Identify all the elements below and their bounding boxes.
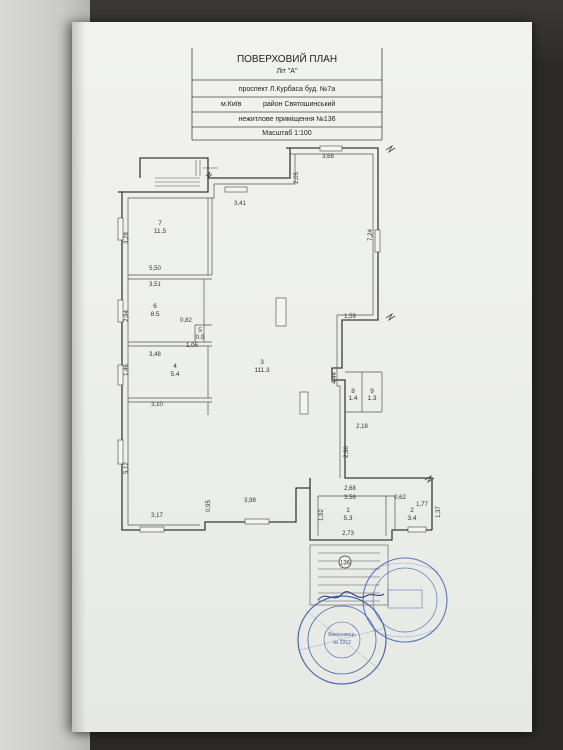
room-9-area: 1.3 bbox=[367, 395, 376, 402]
dim-room7-width: 5,50 bbox=[149, 266, 161, 272]
plan-subtitle: Літ "А" bbox=[277, 67, 298, 75]
dim-room2-height: 1,37 bbox=[436, 506, 442, 518]
room-1-area: 5.3 bbox=[343, 515, 352, 522]
dim-stair-height: 2,05 bbox=[294, 172, 300, 184]
dimension-labels: 3,68 3,41 2,05 7,24 3,28 5,50 3,51 2,94 … bbox=[124, 154, 442, 537]
dim-top-right: 3,68 bbox=[322, 154, 334, 160]
page-fold-shadow bbox=[72, 22, 86, 732]
room-7-area: 11.5 bbox=[154, 228, 167, 235]
signature bbox=[317, 591, 385, 601]
svg-text:№ 2212: № 2212 bbox=[333, 640, 351, 646]
dim-room4-bottom: 3,10 bbox=[151, 402, 163, 408]
dim-room2-top: 0,62 bbox=[394, 495, 406, 501]
dim-corridor-height: 4,44 bbox=[332, 372, 338, 384]
dim-room1-height: 1,92 bbox=[319, 509, 325, 521]
room-6-number: 6 bbox=[153, 303, 157, 310]
dim-room1-top: 2,68 bbox=[344, 486, 356, 492]
stairs bbox=[155, 160, 218, 187]
dim-room5-w1: 0,82 bbox=[180, 318, 192, 324]
room-5-area: 0.9 bbox=[195, 334, 204, 341]
scale-text: Масштаб 1:100 bbox=[262, 129, 312, 137]
room-9-number: 9 bbox=[370, 388, 374, 395]
room-4-area: 5.4 bbox=[170, 371, 179, 378]
address-text: проспект Л.Курбаса буд. №7а bbox=[239, 85, 336, 93]
dim-room2-width: 1,77 bbox=[416, 502, 428, 508]
dim-room4-width: 3,48 bbox=[149, 352, 161, 358]
dim-bottom-left: 3,17 bbox=[151, 513, 163, 519]
title-block bbox=[191, 48, 383, 141]
dim-bottom-small: 0,95 bbox=[206, 500, 212, 512]
dim-room6-width: 3,51 bbox=[149, 282, 161, 288]
premise-marker-circle bbox=[338, 555, 352, 569]
svg-text:Виконавець: Виконавець bbox=[328, 632, 356, 638]
dim-room1-inner: 3,56 bbox=[344, 495, 356, 501]
stamp-seal-left: Виконавець № 2212 bbox=[297, 595, 387, 685]
outer-walls bbox=[118, 147, 433, 541]
inner-walls bbox=[127, 153, 396, 536]
room-5-number: 5 bbox=[198, 327, 202, 334]
room-6-area: 8.5 bbox=[150, 311, 159, 318]
break-marks bbox=[205, 144, 435, 484]
dim-bottom-mid: 3,98 bbox=[244, 498, 256, 504]
windows bbox=[117, 145, 427, 533]
room-labels: 7 11.5 6 8.5 5 0.9 4 5.4 3 111.3 8 1.4 9… bbox=[150, 220, 416, 522]
dim-corridor-width: 1,59 bbox=[344, 314, 356, 320]
room-3-area: 111.3 bbox=[254, 367, 270, 374]
dim-room4-height: 1,46 bbox=[124, 364, 130, 376]
dim-entry-height: 2,90 bbox=[344, 446, 350, 458]
dim-room1-bottom: 2,73 bbox=[342, 531, 354, 537]
premises-text: нежитлове приміщення №136 bbox=[238, 115, 335, 123]
dim-room6-height: 2,94 bbox=[124, 310, 130, 322]
city-text: м.Київ bbox=[221, 101, 242, 108]
room-7-number: 7 bbox=[158, 220, 162, 227]
room-8-number: 8 bbox=[351, 388, 355, 395]
dim-left-top: 3,41 bbox=[234, 201, 246, 207]
room-8-area: 1.4 bbox=[348, 395, 357, 402]
district-text: район Святошинський bbox=[263, 100, 335, 108]
dim-left-height: 5,12 bbox=[124, 462, 130, 474]
dim-right-height: 7,24 bbox=[368, 229, 374, 241]
plan-title: ПОВЕРХОВИЙ ПЛАН bbox=[237, 52, 337, 65]
room-1-number: 1 bbox=[346, 507, 350, 514]
room-2-area: 3.4 bbox=[407, 515, 416, 522]
dim-room5-w2: 1,06 bbox=[186, 343, 198, 349]
stamp-seal-right bbox=[362, 557, 448, 643]
room-2-number: 2 bbox=[410, 507, 414, 514]
dim-wc-width: 2,18 bbox=[356, 424, 368, 430]
room-3-number: 3 bbox=[260, 359, 264, 366]
premise-marker: 136 bbox=[340, 561, 351, 567]
room-4-number: 4 bbox=[173, 363, 177, 370]
dim-room7-height: 3,28 bbox=[124, 232, 130, 244]
